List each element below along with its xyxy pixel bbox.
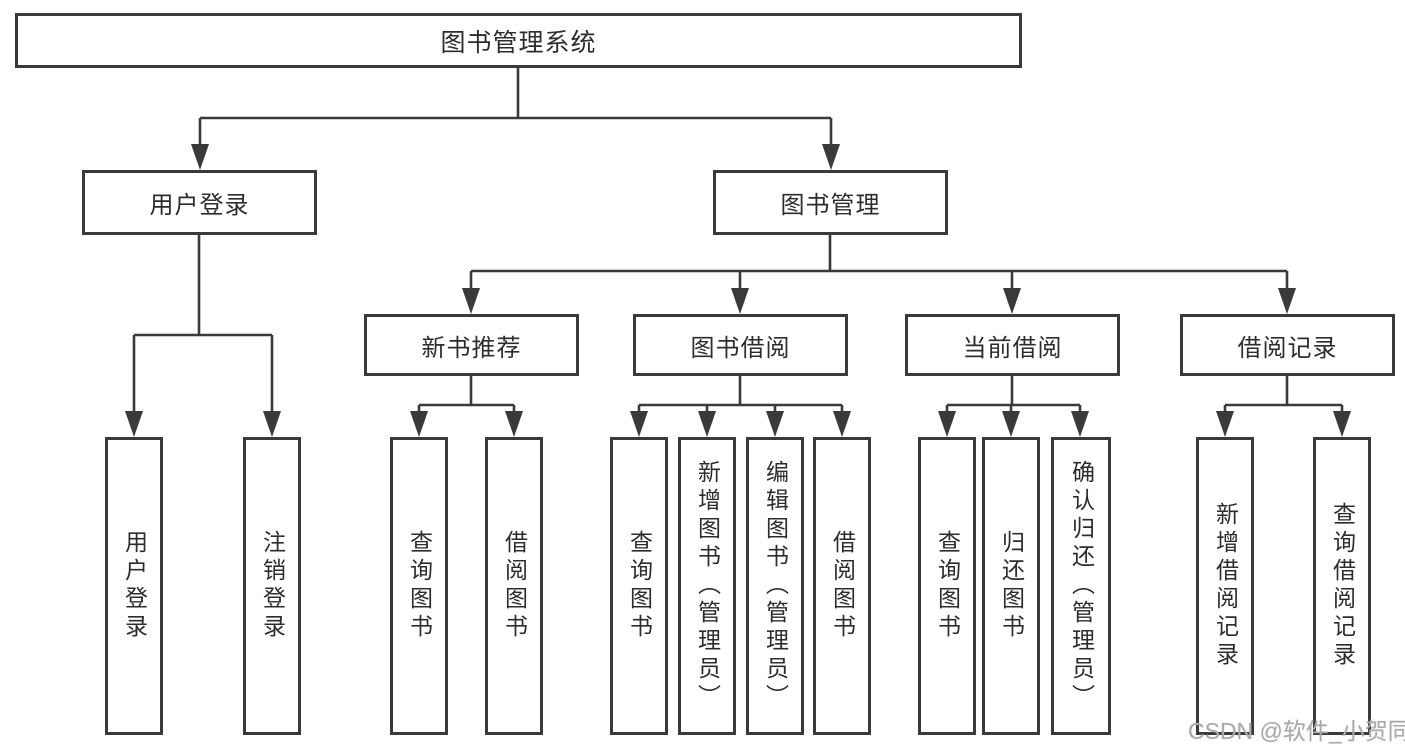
arrowheads bbox=[125, 144, 1351, 437]
node-label: 借阅图书 bbox=[501, 530, 528, 642]
node-label: 注销登录 bbox=[259, 530, 286, 642]
leaf-edit-books-admin: 编辑图书（管理员） bbox=[746, 437, 804, 735]
node-label: 新增图书（管理员） bbox=[694, 460, 721, 712]
node-user-login: 用户登录 bbox=[82, 170, 317, 235]
leaf-user-login: 用户登录 bbox=[105, 437, 163, 735]
node-borrowing-records: 借阅记录 bbox=[1180, 314, 1395, 376]
leaf-query-borrow-record: 查询借阅记录 bbox=[1313, 437, 1371, 735]
node-label: 新书推荐 bbox=[421, 334, 522, 362]
leaf-add-borrow-record: 新增借阅记录 bbox=[1196, 437, 1254, 735]
node-current-borrowing: 当前借阅 bbox=[905, 314, 1120, 376]
leaf-borrow-books: 借阅图书 bbox=[813, 437, 871, 735]
leaf-current-query-books: 查询图书 bbox=[918, 437, 976, 735]
node-label: 编辑图书（管理员） bbox=[762, 460, 789, 712]
edge-paths bbox=[132, 68, 1344, 413]
node-label: 归还图书 bbox=[998, 530, 1025, 642]
node-label: 借阅记录 bbox=[1237, 334, 1338, 362]
leaf-return-books: 归还图书 bbox=[982, 437, 1040, 735]
csdn-watermark: CSDN @软件_小贺同学 bbox=[1188, 718, 1405, 744]
node-new-book-recommend: 新书推荐 bbox=[364, 314, 579, 376]
node-library-management-system: 图书管理系统 bbox=[15, 13, 1022, 68]
node-label: 查询图书 bbox=[406, 530, 433, 642]
leaf-recommend-borrow-books: 借阅图书 bbox=[485, 437, 543, 735]
node-label: 用户登录 bbox=[149, 192, 250, 219]
node-book-management: 图书管理 bbox=[713, 170, 948, 235]
node-label: 查询图书 bbox=[626, 530, 653, 642]
leaf-recommend-query-books: 查询图书 bbox=[390, 437, 448, 735]
node-label: 图书借阅 bbox=[690, 334, 791, 362]
node-book-borrowing: 图书借阅 bbox=[633, 314, 848, 376]
node-label: 新增借阅记录 bbox=[1212, 502, 1239, 670]
node-label: 查询图书 bbox=[934, 530, 961, 642]
leaf-logout: 注销登录 bbox=[243, 437, 301, 735]
node-label: 图书管理 bbox=[780, 192, 881, 219]
node-label: 确认归还（管理员） bbox=[1068, 460, 1095, 712]
node-label: 图书管理系统 bbox=[440, 28, 597, 57]
leaf-add-books-admin: 新增图书（管理员） bbox=[678, 437, 736, 735]
node-label: 当前借阅 bbox=[962, 334, 1063, 362]
node-label: 借阅图书 bbox=[829, 530, 856, 642]
node-label: 查询借阅记录 bbox=[1329, 502, 1356, 670]
leaf-borrowing-query-books: 查询图书 bbox=[610, 437, 668, 735]
leaf-confirm-return-admin: 确认归还（管理员） bbox=[1051, 437, 1111, 735]
node-label: 用户登录 bbox=[121, 530, 148, 642]
